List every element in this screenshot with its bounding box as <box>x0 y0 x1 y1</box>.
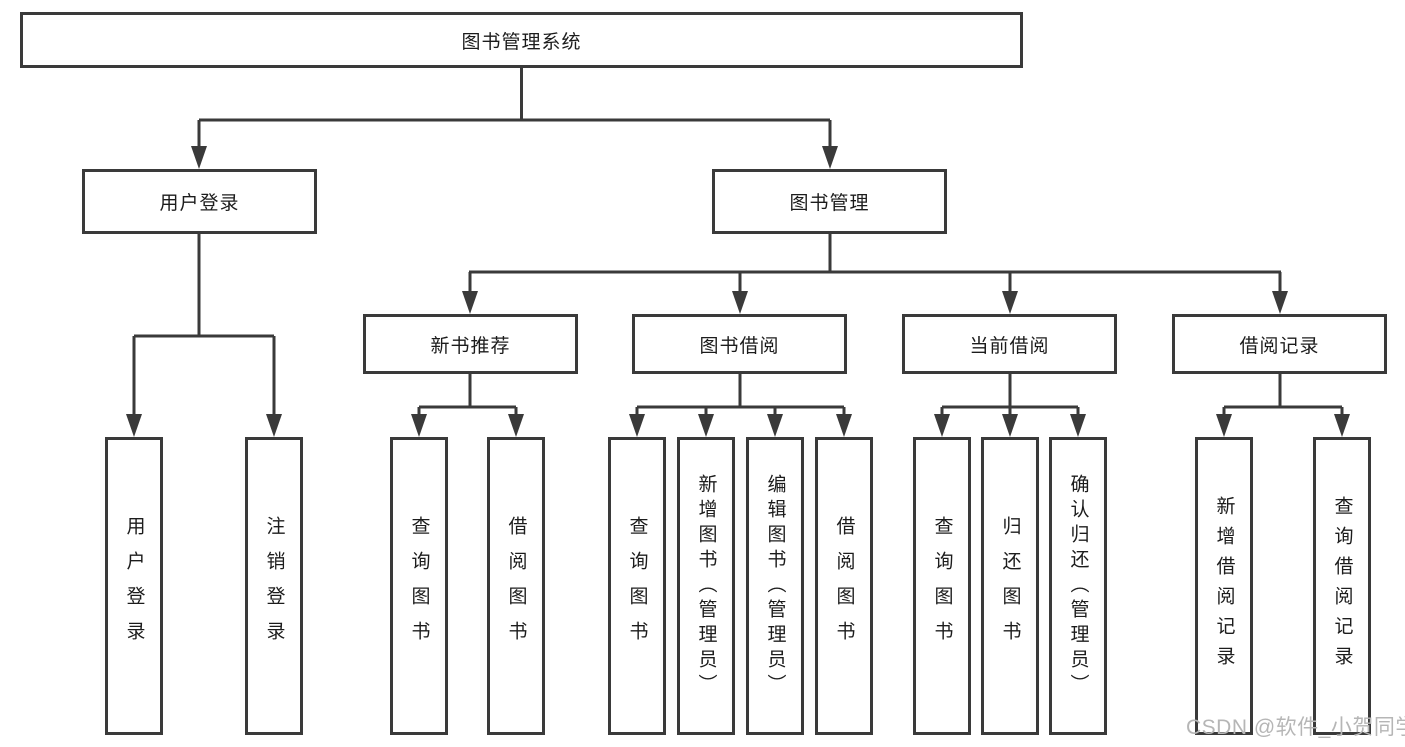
arrow-icon <box>1002 291 1018 314</box>
node-label: 确认归还（管理员） <box>1067 473 1089 699</box>
arrow-icon <box>732 291 748 314</box>
arrow-icon <box>191 146 207 169</box>
arrow-icon <box>508 414 524 437</box>
leaf-confirm-return-admin: 确认归还（管理员） <box>1049 437 1107 735</box>
arrow-icon <box>411 414 427 437</box>
leaf-query-borrow-record: 查询借阅记录 <box>1313 437 1371 735</box>
node-current-borrowing: 当前借阅 <box>902 314 1117 374</box>
leaf-add-borrow-record: 新增借阅记录 <box>1195 437 1253 735</box>
arrow-icon <box>1070 414 1086 437</box>
node-user-login: 用户登录 <box>82 169 317 234</box>
node-label: 查询图书 <box>626 516 648 656</box>
arrow-icon <box>126 414 142 437</box>
leaf-query-books-current: 查询图书 <box>913 437 971 735</box>
node-label: 新增图书（管理员） <box>695 473 717 699</box>
node-label: 新增借阅记录 <box>1213 496 1235 676</box>
node-label: 图书借阅 <box>699 335 780 357</box>
connector-lines <box>132 68 1344 418</box>
node-label: 查询图书 <box>931 516 953 656</box>
node-book-borrowing: 图书借阅 <box>632 314 847 374</box>
leaf-edit-books-admin: 编辑图书（管理员） <box>746 437 804 735</box>
leaf-borrow-books-recommend: 借阅图书 <box>487 437 545 735</box>
arrow-icon <box>266 414 282 437</box>
node-new-book-recommendation: 新书推荐 <box>363 314 578 374</box>
node-label: 借阅图书 <box>833 516 855 656</box>
node-book-management: 图书管理 <box>712 169 947 234</box>
leaf-borrow-books: 借阅图书 <box>815 437 873 735</box>
leaf-return-books: 归还图书 <box>981 437 1039 735</box>
arrow-icon <box>1272 291 1288 314</box>
node-label: 新书推荐 <box>430 335 511 357</box>
arrow-icon <box>629 414 645 437</box>
arrow-icon <box>1002 414 1018 437</box>
arrowheads <box>126 146 1350 437</box>
node-label: 借阅图书 <box>505 516 527 656</box>
arrow-icon <box>822 146 838 169</box>
arrow-icon <box>1334 414 1350 437</box>
node-label: 查询图书 <box>408 516 430 656</box>
leaf-user-login: 用户登录 <box>105 437 163 735</box>
node-label: 当前借阅 <box>969 335 1050 357</box>
leaf-query-books-recommend: 查询图书 <box>390 437 448 735</box>
node-label: 图书管理系统 <box>461 31 582 53</box>
node-label: 图书管理 <box>789 193 870 214</box>
leaf-logout: 注销登录 <box>245 437 303 735</box>
leaf-query-books-borrow: 查询图书 <box>608 437 666 735</box>
arrow-icon <box>462 291 478 314</box>
arrow-icon <box>767 414 783 437</box>
node-label: 用户登录 <box>123 516 145 656</box>
arrow-icon <box>934 414 950 437</box>
leaf-add-books-admin: 新增图书（管理员） <box>677 437 735 735</box>
node-label: 借阅记录 <box>1239 335 1320 357</box>
node-label: 编辑图书（管理员） <box>764 473 786 699</box>
node-label: 用户登录 <box>159 193 240 214</box>
watermark-csdn: CSDN @软件_小贺同学 <box>1186 716 1405 739</box>
arrow-icon <box>836 414 852 437</box>
node-label: 查询借阅记录 <box>1331 496 1353 676</box>
arrow-icon <box>1216 414 1232 437</box>
node-library-management-system: 图书管理系统 <box>20 12 1023 68</box>
node-label: 注销登录 <box>263 516 285 656</box>
node-label: 归还图书 <box>999 516 1021 656</box>
node-borrowing-records: 借阅记录 <box>1172 314 1387 374</box>
arrow-icon <box>698 414 714 437</box>
